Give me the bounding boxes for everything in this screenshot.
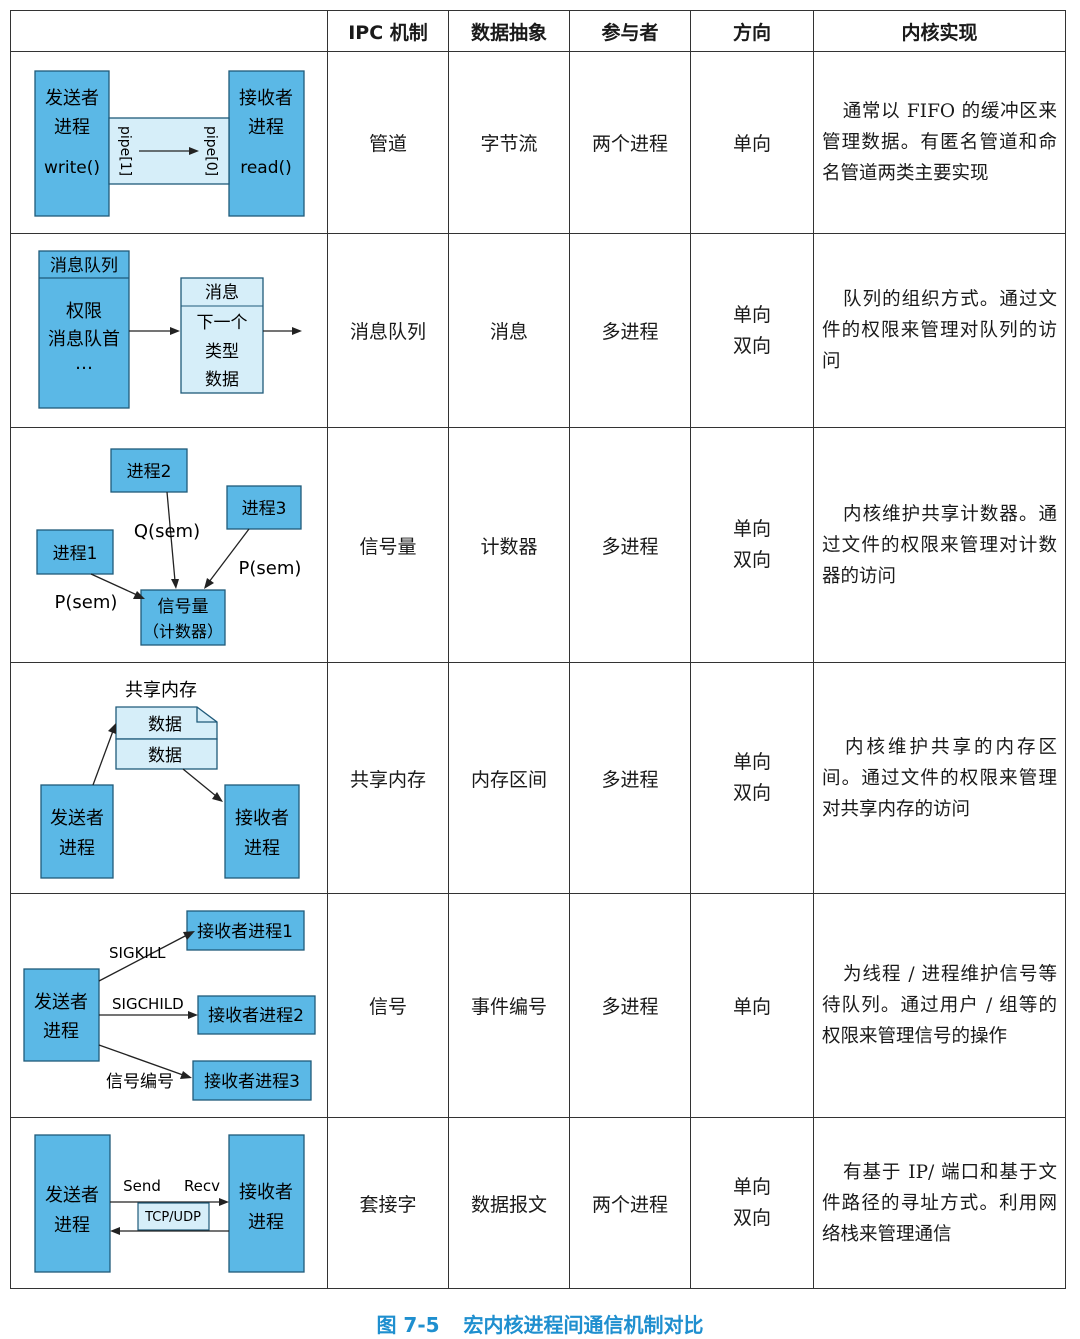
signal-participants: 多进程 <box>569 893 691 1118</box>
sem-box-line1: 信号量 <box>158 597 209 617</box>
signal-diagram: 发送者 进程 接收者进程1 接收者进程2 接收者进程3 SIGKILL SIGC… <box>10 893 328 1118</box>
header-row: IPC 机制 数据抽象 参与者 方向 内核实现 <box>10 10 1066 52</box>
socket-diagram: 发送者 进程 接收者 进程 Send Recv TCP/UDP <box>10 1117 328 1289</box>
table-row-message-queue: 消息队列 权限 消息队首 … 消息 下一个 类型 数据 消息队列 消息 多进程 … <box>10 233 1066 428</box>
socket-receiver-line2: 进程 <box>248 1212 284 1233</box>
socket-send-label: Send <box>123 1177 161 1195</box>
sem-proc3: 进程3 <box>242 499 287 519</box>
signal-abstraction: 事件编号 <box>448 893 570 1118</box>
shm-receiver-line1: 接收者 <box>235 808 289 829</box>
message-queue-abstraction: 消息 <box>448 233 570 428</box>
pipe-sender-line1: 发送者 <box>45 88 99 109</box>
message-field-next: 下一个 <box>197 313 248 333</box>
socket-abstraction: 数据报文 <box>448 1117 570 1289</box>
pipe-kernel-impl: 通常以 FIFO 的缓冲区来管理数据。有匿名管道和命名管道两类主要实现 <box>813 51 1066 234</box>
header-data-abstraction: 数据抽象 <box>448 10 570 52</box>
pipe-write-end-label: pipe[1] <box>117 125 133 175</box>
signal-number: 信号编号 <box>106 1072 174 1092</box>
figure-caption: 图 7-5 宏内核进程间通信机制对比 <box>0 1309 1080 1338</box>
message-field-type: 类型 <box>205 342 239 362</box>
semaphore-diagram: 进程2 进程3 进程1 信号量 （计数器） Q(sem) P(sem) P(se… <box>10 427 328 663</box>
shared-memory-direction: 单向双向 <box>690 662 814 894</box>
sem-op-proc1: P(sem) <box>55 592 118 613</box>
pipe-sender-line2: 进程 <box>54 117 90 138</box>
pipe-receiver-read: read() <box>240 158 292 178</box>
pipe-mechanism: 管道 <box>327 51 449 234</box>
message-queue-participants: 多进程 <box>569 233 691 428</box>
signal-mechanism: 信号 <box>327 893 449 1118</box>
shm-title: 共享内存 <box>125 680 197 701</box>
table-row-semaphore: 进程2 进程3 进程1 信号量 （计数器） Q(sem) P(sem) P(se… <box>10 427 1066 663</box>
pipe-direction: 单向 <box>690 51 814 234</box>
header-kernel-impl: 内核实现 <box>813 10 1066 52</box>
queue-field-perm: 权限 <box>66 301 102 322</box>
socket-recv-label: Recv <box>184 1177 220 1195</box>
semaphore-abstraction: 计数器 <box>448 427 570 663</box>
shm-sender-line2: 进程 <box>59 838 95 859</box>
shared-memory-abstraction: 内存区间 <box>448 662 570 894</box>
pipe-sender-write: write() <box>44 158 100 178</box>
signal-receiver-2: 接收者进程2 <box>208 1006 304 1026</box>
table-row-shared-memory: 共享内存 数据 数据 发送者 进程 接收者 进程 共享内存 内存区间 多进程 单… <box>10 662 1066 894</box>
header-ipc-mechanism: IPC 机制 <box>327 10 449 52</box>
figure-number: 图 7-5 <box>376 1313 440 1337</box>
signal-receiver-3: 接收者进程3 <box>204 1072 300 1092</box>
pipe-abstraction: 字节流 <box>448 51 570 234</box>
queue-field-head: 消息队首 <box>48 329 120 350</box>
sem-op-proc3: P(sem) <box>239 558 302 579</box>
semaphore-kernel-impl: 内核维护共享计数器。通过文件的权限来管理对计数器的访问 <box>813 427 1066 663</box>
sem-op-proc2: Q(sem) <box>134 521 200 542</box>
socket-participants: 两个进程 <box>569 1117 691 1289</box>
semaphore-mechanism: 信号量 <box>327 427 449 663</box>
pipe-receiver-line2: 进程 <box>248 117 284 138</box>
signal-sigchild: SIGCHILD <box>112 995 184 1013</box>
pipe-receiver-line1: 接收者 <box>239 88 293 109</box>
semaphore-participants: 多进程 <box>569 427 691 663</box>
signal-direction: 单向 <box>690 893 814 1118</box>
pipe-diagram: 发送者 进程 write() 接收者 进程 read() pipe[1] pip… <box>10 51 328 234</box>
ipc-comparison-table: IPC 机制 数据抽象 参与者 方向 内核实现 发送者 进程 write() 接… <box>10 10 1066 1289</box>
signal-sender-line1: 发送者 <box>34 992 88 1013</box>
sem-box-line2: （计数器） <box>143 622 223 641</box>
message-queue-direction: 单向双向 <box>690 233 814 428</box>
message-queue-diagram: 消息队列 权限 消息队首 … 消息 下一个 类型 数据 <box>10 233 328 428</box>
pipe-read-end-label: pipe[0] <box>203 125 219 175</box>
signal-sender-line2: 进程 <box>43 1021 79 1042</box>
socket-protocol: TCP/UDP <box>144 1210 201 1225</box>
message-queue-mechanism: 消息队列 <box>327 233 449 428</box>
shared-memory-kernel-impl: 内核维护共享的内存区间。通过文件的权限来管理对共享内存的访问 <box>813 662 1066 894</box>
signal-kernel-impl: 为线程 / 进程维护信号等待队列。通过用户 / 组等的权限来管理信号的操作 <box>813 893 1066 1118</box>
sem-proc2: 进程2 <box>127 462 172 482</box>
socket-direction: 单向双向 <box>690 1117 814 1289</box>
message-queue-kernel-impl: 队列的组织方式。通过文件的权限来管理对队列的访问 <box>813 233 1066 428</box>
queue-title: 消息队列 <box>50 256 118 276</box>
message-field-msg: 消息 <box>205 283 239 303</box>
shm-data-1: 数据 <box>148 715 182 735</box>
socket-kernel-impl: 有基于 IP/ 端口和基于文件路径的寻址方式。利用网络栈来管理通信 <box>813 1117 1066 1289</box>
header-direction: 方向 <box>690 10 814 52</box>
header-diagram <box>10 10 328 52</box>
shared-memory-participants: 多进程 <box>569 662 691 894</box>
table-row-socket: 发送者 进程 接收者 进程 Send Recv TCP/UDP 套接字 数据报文… <box>10 1117 1066 1289</box>
message-field-data: 数据 <box>205 370 239 390</box>
shared-memory-mechanism: 共享内存 <box>327 662 449 894</box>
semaphore-direction: 单向双向 <box>690 427 814 663</box>
table-row-pipe: 发送者 进程 write() 接收者 进程 read() pipe[1] pip… <box>10 51 1066 234</box>
queue-field-more: … <box>75 353 93 374</box>
shm-sender-line1: 发送者 <box>50 808 104 829</box>
shm-receiver-line2: 进程 <box>244 838 280 859</box>
header-participants: 参与者 <box>569 10 691 52</box>
socket-receiver-line1: 接收者 <box>239 1182 293 1203</box>
socket-mechanism: 套接字 <box>327 1117 449 1289</box>
signal-receiver-1: 接收者进程1 <box>197 922 293 942</box>
shared-memory-diagram: 共享内存 数据 数据 发送者 进程 接收者 进程 <box>10 662 328 894</box>
shm-data-2: 数据 <box>148 746 182 766</box>
socket-sender-line2: 进程 <box>54 1215 90 1236</box>
socket-sender-line1: 发送者 <box>45 1185 99 1206</box>
pipe-participants: 两个进程 <box>569 51 691 234</box>
table-row-signal: 发送者 进程 接收者进程1 接收者进程2 接收者进程3 SIGKILL SIGC… <box>10 893 1066 1118</box>
figure-title: 宏内核进程间通信机制对比 <box>463 1313 704 1337</box>
signal-sigkill: SIGKILL <box>109 944 166 962</box>
sem-proc1: 进程1 <box>53 544 98 564</box>
